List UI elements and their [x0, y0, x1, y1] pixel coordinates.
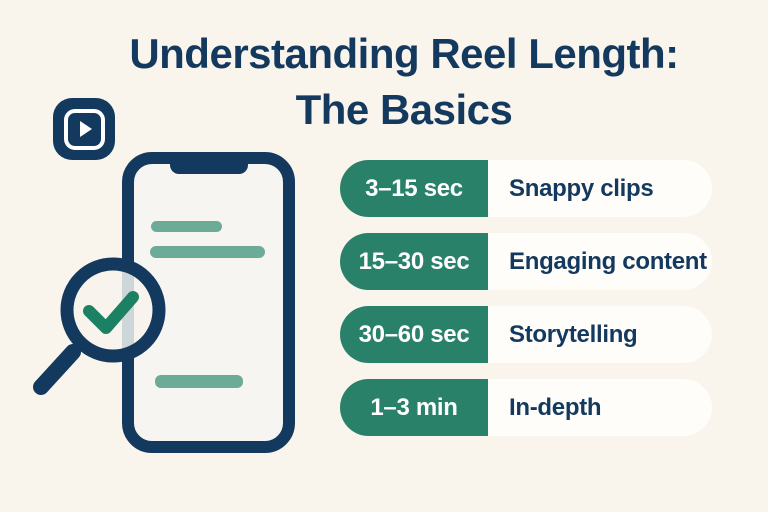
- magnifier-lens: [67, 264, 159, 356]
- text-placeholder-bar: [151, 221, 222, 232]
- play-triangle-icon: [79, 121, 92, 137]
- play-video-icon: [53, 98, 115, 160]
- phone-notch: [169, 162, 248, 174]
- description-label: Engaging content: [488, 233, 712, 290]
- text-placeholder-bar: [150, 246, 265, 258]
- text-placeholder-bar: [155, 375, 243, 388]
- description-label: Storytelling: [488, 306, 712, 363]
- reel-length-list: 3–15 sec Snappy clips 15–30 sec Engaging…: [340, 160, 712, 436]
- list-item: 30–60 sec Storytelling: [340, 306, 712, 363]
- duration-badge: 1–3 min: [340, 379, 488, 436]
- list-item: 1–3 min In-depth: [340, 379, 712, 436]
- play-icon-frame: [63, 108, 105, 150]
- description-label: Snappy clips: [488, 160, 712, 217]
- phone-illustration: [122, 152, 295, 453]
- duration-badge: 3–15 sec: [340, 160, 488, 217]
- magnifier-check-icon: [33, 257, 166, 395]
- title-line-2: The Basics: [295, 86, 513, 133]
- description-label: In-depth: [488, 379, 712, 436]
- title-line-1: Understanding Reel Length:: [129, 30, 679, 77]
- duration-badge: 15–30 sec: [340, 233, 488, 290]
- check-icon: [83, 291, 139, 334]
- page-title: Understanding Reel Length: The Basics: [40, 26, 768, 138]
- magnifier-handle: [33, 344, 81, 395]
- list-item: 15–30 sec Engaging content: [340, 233, 712, 290]
- duration-badge: 30–60 sec: [340, 306, 488, 363]
- list-item: 3–15 sec Snappy clips: [340, 160, 712, 217]
- magnifier-ring: [60, 257, 166, 363]
